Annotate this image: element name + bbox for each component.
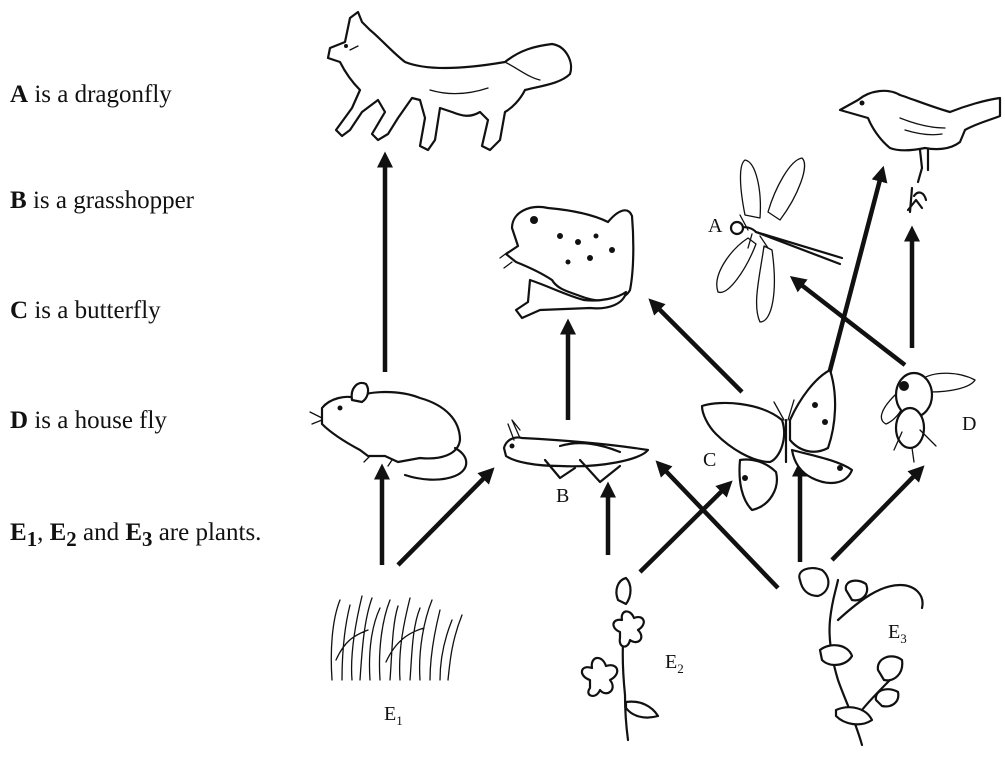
arrow-butterfly-to-frog [653,303,742,392]
vine-plant-icon [799,568,922,745]
label-e1-letter: E [384,703,396,725]
label-e2: E2 [665,651,684,676]
housefly-icon [881,373,975,462]
frog-icon [500,207,633,318]
fox-icon [328,12,571,150]
arrows [382,158,920,588]
label-e1-sub: 1 [396,713,403,728]
arrow-e1-to-grasshopper [398,472,490,565]
label-e3-letter: E [888,621,900,643]
arrow-e3-to-housefly [832,470,920,560]
label-e3-sub: 3 [900,631,907,646]
grasshopper-icon [504,420,648,482]
dragonfly-icon [717,158,842,322]
arrow-e2-to-butterfly [640,485,728,572]
bird-icon [840,91,1000,212]
label-c: C [703,449,716,471]
label-a: A [708,215,723,237]
label-e1: E1 [384,703,403,728]
label-b: B [556,485,569,507]
arrow-butterfly-to-bird [828,172,882,378]
label-e2-letter: E [665,651,677,673]
grass-icon [331,596,462,680]
mouse-icon [310,383,466,480]
label-d: D [962,413,976,435]
diagram-labels: A B C D E1 E2 E3 [384,215,976,728]
label-e2-sub: 2 [677,661,684,676]
label-e3: E3 [888,621,907,646]
flower-icon [582,578,658,740]
